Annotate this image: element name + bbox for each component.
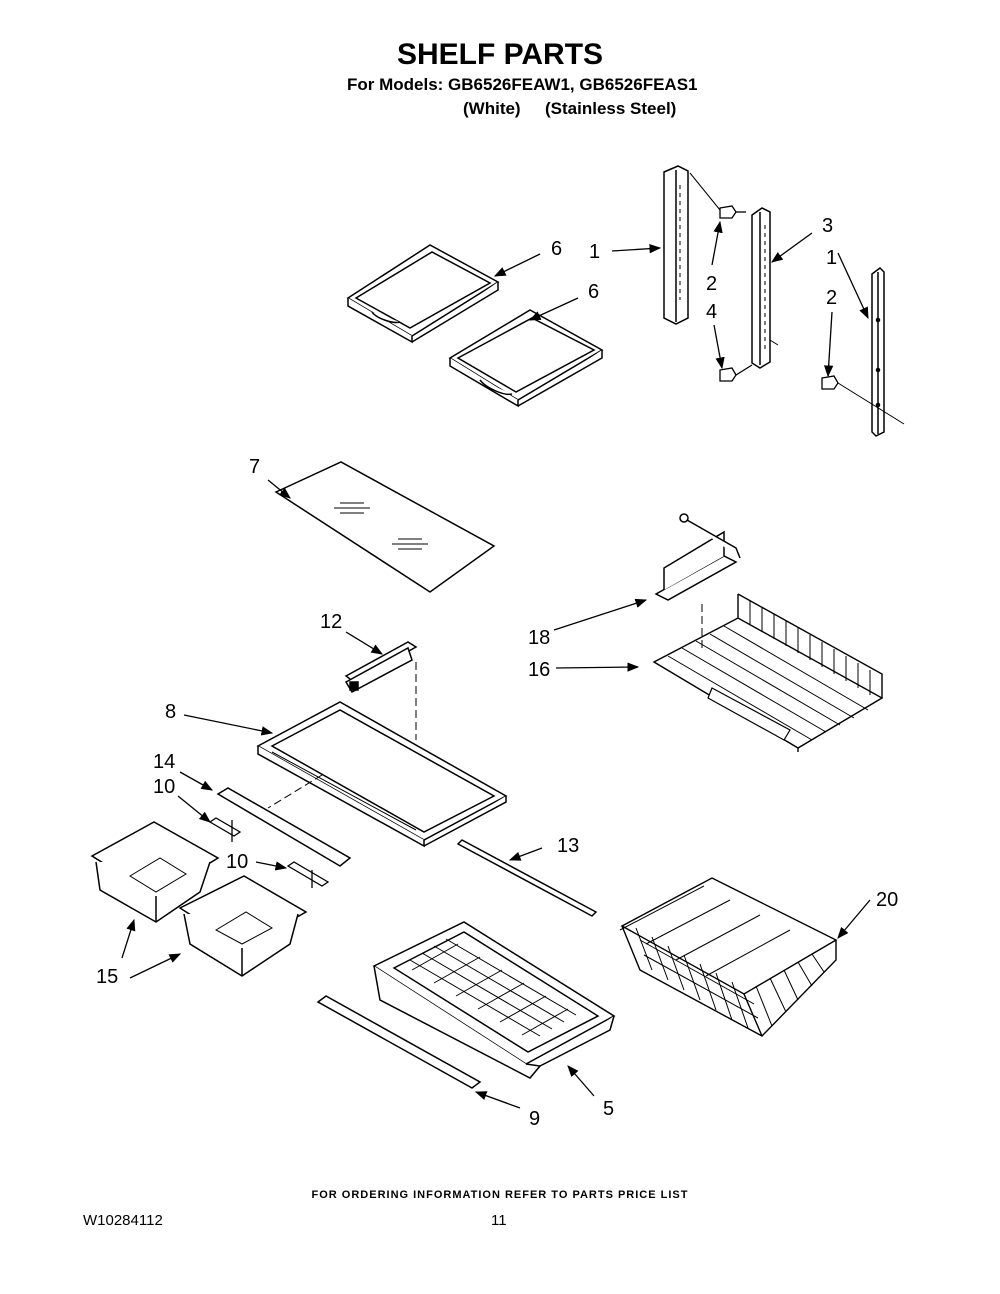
freezer-drawer-trim bbox=[316, 995, 482, 1089]
document-number: W10284112 bbox=[83, 1212, 163, 1229]
page-title: SHELF PARTS bbox=[396, 38, 604, 71]
shelf-bracket-clip bbox=[208, 817, 242, 842]
callout-10: 10 bbox=[153, 776, 175, 798]
callout-10: 10 bbox=[226, 851, 248, 873]
callout-5: 5 bbox=[603, 1098, 614, 1120]
crisper-drawer-right bbox=[178, 875, 308, 977]
callout-2: 2 bbox=[826, 287, 837, 309]
callout-14: 14 bbox=[153, 751, 175, 773]
shelf-bracket-clip bbox=[286, 861, 330, 888]
callout-6: 6 bbox=[551, 238, 562, 260]
freezer-drawer bbox=[372, 921, 616, 1079]
shelf-trim bbox=[216, 787, 352, 867]
variant-stainless: (Stainless Steel) bbox=[545, 99, 677, 118]
leader-lines bbox=[121, 220, 871, 1109]
variant-white: (White) bbox=[463, 99, 521, 118]
wire-basket-divider-bin bbox=[654, 513, 741, 601]
shelf-rail-center bbox=[751, 207, 771, 369]
callout-7: 7 bbox=[249, 456, 260, 478]
callout-12: 12 bbox=[320, 611, 342, 633]
crisper-drawer-left bbox=[90, 821, 220, 923]
callout-13: 13 bbox=[557, 835, 579, 857]
callout-9: 9 bbox=[529, 1108, 540, 1130]
wire-shelf-basket bbox=[652, 593, 884, 752]
callout-6: 6 bbox=[588, 281, 599, 303]
callout-3: 3 bbox=[822, 215, 833, 237]
screw-icon bbox=[719, 205, 746, 219]
shelf-rail-left bbox=[663, 165, 689, 325]
shelf-rod bbox=[456, 839, 598, 917]
ordering-note: FOR ORDERING INFORMATION REFER TO PARTS … bbox=[311, 1189, 689, 1201]
cantilever-shelf-lower bbox=[448, 309, 604, 408]
slide-out-shelf-frame bbox=[256, 701, 508, 848]
callout-18: 18 bbox=[528, 627, 550, 649]
callout-1: 1 bbox=[826, 247, 837, 269]
shelf-slide-track bbox=[344, 641, 418, 693]
callout-1: 1 bbox=[589, 241, 600, 263]
callout-16: 16 bbox=[528, 659, 550, 681]
shelf-rail-right bbox=[871, 267, 885, 437]
callout-2: 2 bbox=[706, 273, 717, 295]
callout-15: 15 bbox=[96, 966, 118, 988]
screw-icon bbox=[821, 375, 905, 425]
page-number: 11 bbox=[491, 1212, 507, 1229]
freezer-wire-basket bbox=[619, 877, 838, 1037]
cantilever-shelf-upper bbox=[346, 244, 500, 344]
callout-8: 8 bbox=[165, 701, 176, 723]
models-line: For Models: GB6526FEAW1, GB6526FEAS1 bbox=[347, 75, 698, 94]
screw-icon bbox=[719, 364, 753, 382]
callout-4: 4 bbox=[706, 301, 717, 323]
callout-20: 20 bbox=[876, 889, 898, 911]
glass-shelf-panel bbox=[274, 461, 496, 593]
